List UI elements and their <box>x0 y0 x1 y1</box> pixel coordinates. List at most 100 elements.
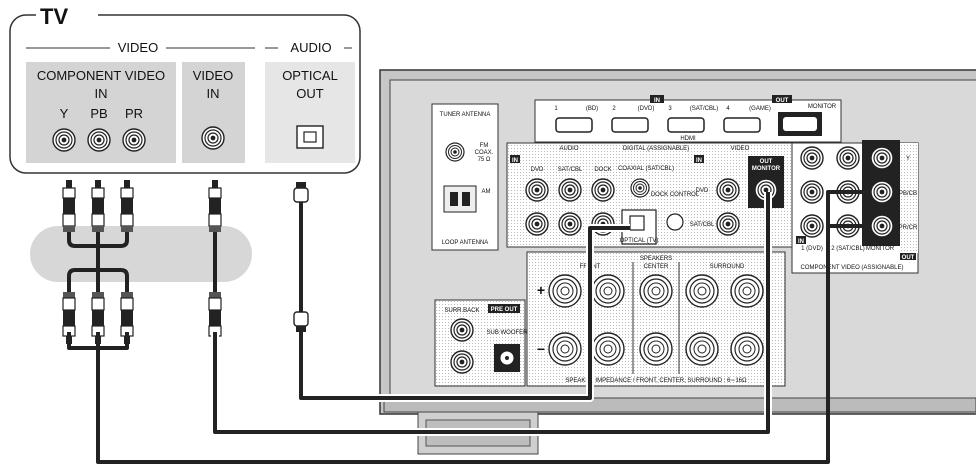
comp-col-1: 1 (DVD) <box>801 246 823 252</box>
center-label: CENTER <box>644 264 669 270</box>
surround-l-plus <box>730 274 764 308</box>
coaxial-label: COAXIAL (SAT/CBL) <box>618 166 674 172</box>
cable-band <box>30 226 252 282</box>
speakers-label: SPEAKERS <box>640 256 672 262</box>
comp1-y <box>800 146 824 170</box>
hdmi-port-1 <box>555 117 593 133</box>
surround-l-minus <box>730 332 764 366</box>
video-dvd-label: DVD <box>696 188 709 194</box>
surround-r-plus <box>685 274 719 308</box>
surround-back-r <box>450 350 474 374</box>
video-in-label-1: VIDEO <box>193 68 233 83</box>
optical-tv-label: OPTICAL (TV) <box>620 238 659 244</box>
coax-label: COAX. <box>475 150 494 156</box>
video-group-label: VIDEO <box>118 40 158 55</box>
comp-monitor-pb <box>870 180 894 204</box>
hdmi-monitor-label: MONITOR <box>808 104 837 110</box>
comp1-pr <box>800 214 824 238</box>
comp-pb-label: PB/CB <box>899 191 917 197</box>
front-r-plus <box>548 274 582 308</box>
video-in-label-2: IN <box>207 86 220 101</box>
center-minus <box>639 332 673 366</box>
comp-col-2: 2 (SAT/CBL) <box>831 246 865 252</box>
speakers-panel <box>526 251 786 387</box>
comp-col-3: MONITOR <box>866 246 895 252</box>
receiver-rear-panel: TUNER ANTENNA FM COAX. 75 Ω AM LOOP ANTE… <box>379 69 976 455</box>
comp-out-label: OUT <box>902 255 915 261</box>
connection-wires <box>67 158 868 464</box>
hdmi-port-4 <box>723 117 761 133</box>
component-header: COMPONENT VIDEO (ASSIGNABLE) <box>801 265 904 271</box>
tuner-antenna-panel <box>431 103 499 251</box>
optical-label-1: OPTICAL <box>282 68 338 83</box>
subwoofer-label: SUB WOOFER <box>486 330 528 336</box>
audio-dvd-label: DVD <box>531 167 544 173</box>
hdmi-2-num: 2 <box>612 106 616 112</box>
hdmi-3-name: (SAT/CBL) <box>690 106 719 112</box>
comp-in-label: IN <box>798 239 804 245</box>
tv-pb-jack <box>87 128 111 152</box>
hdmi-in-label: IN <box>654 98 660 104</box>
pre-out-label: PRE OUT <box>491 307 518 313</box>
ohm-label: 75 Ω <box>478 157 491 163</box>
audio-dock-l <box>591 178 615 202</box>
hdmi-out-label: OUT <box>776 98 789 104</box>
impedance-label: SPEAKER IMPEDANCE / FRONT, CENTER, SURRO… <box>565 378 747 384</box>
surround-r-minus <box>685 332 719 366</box>
surround-label: SURROUND <box>710 264 745 270</box>
dock-control-label: DOCK CONTROL <box>651 192 700 198</box>
audio-satcbl-label: SAT/CBL <box>558 167 583 173</box>
comp1-pb <box>800 180 824 204</box>
audio-satcbl-l <box>558 178 582 202</box>
minus-symbol: − <box>537 341 545 357</box>
video-out-label: OUT <box>760 159 773 165</box>
comp-pr-label: PR/CR <box>899 225 918 231</box>
video-satcbl-label: SAT/CBL <box>690 222 715 228</box>
loop-antenna-label: LOOP ANTENNA <box>442 240 489 246</box>
hdmi-1-name: (BD) <box>586 106 598 112</box>
optical-label-2: OUT <box>296 86 324 101</box>
audio-group-label: AUDIO <box>290 40 331 55</box>
dock-control-port <box>666 213 684 231</box>
tv-optical-jack <box>296 125 324 149</box>
y-label: Y <box>60 106 69 121</box>
video-monitor-label: MONITOR <box>752 166 781 172</box>
comp-monitor-y <box>870 146 894 170</box>
surround-back-l <box>450 318 474 342</box>
component-cable <box>62 179 134 345</box>
coaxial-jack <box>630 178 650 198</box>
audio-dvd-r <box>525 212 549 236</box>
hdmi-1-num: 1 <box>554 106 558 112</box>
comp-y-label: Y <box>906 156 910 162</box>
fm-label: FM <box>480 143 489 149</box>
component-label-1: COMPONENT VIDEO <box>37 68 165 83</box>
hdmi-port-3 <box>667 117 705 133</box>
video-in-label: IN <box>696 158 702 164</box>
tv-title: TV <box>40 4 68 29</box>
audio-dock-label: DOCK <box>594 167 611 173</box>
video-dvd-jack <box>716 178 740 202</box>
tv-y-jack <box>52 128 76 152</box>
hdmi-label: HDMI <box>680 136 696 142</box>
tuner-antenna-label: TUNER ANTENNA <box>440 112 491 118</box>
tv-title-bg <box>36 2 98 28</box>
video-satcbl-jack <box>716 212 740 236</box>
fm-jack <box>445 142 465 162</box>
video-cable <box>208 179 222 345</box>
surround-back-label: SURR.BACK <box>444 308 479 314</box>
audio-satcbl-r <box>558 212 582 236</box>
digital-header: DIGITAL (ASSIGNABLE) <box>623 146 689 152</box>
center-plus <box>639 274 673 308</box>
video-wire <box>213 192 770 434</box>
hdmi-3-num: 3 <box>668 106 672 112</box>
hdmi-4-name: (GAME) <box>749 106 771 112</box>
optical-wire <box>299 226 630 400</box>
video-header: VIDEO <box>731 146 750 152</box>
audio-dvd-l <box>525 178 549 202</box>
hdmi-4-num: 4 <box>726 106 730 112</box>
pb-label: PB <box>90 106 107 121</box>
tv-panel: TV VIDEO AUDIO COMPONENT VIDEO IN Y PB P… <box>9 2 361 174</box>
front-l-plus <box>591 274 625 308</box>
optical-cable <box>293 182 309 332</box>
